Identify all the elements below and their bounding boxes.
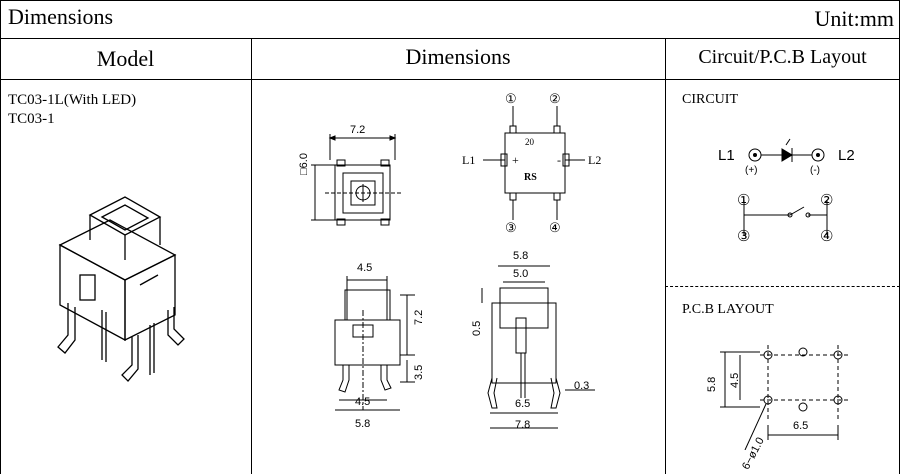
- switch-isometric-drawing: [57, 196, 185, 382]
- pin-view-drawing: [483, 106, 585, 220]
- top-view-drawing: [311, 134, 403, 226]
- dim-side-top: 4.5: [357, 262, 373, 274]
- circuit-diagram: [743, 138, 828, 235]
- dim-side-h2: 3.5: [413, 364, 425, 380]
- circuit-pin-1: ①: [737, 193, 751, 209]
- dim-front-bottom2: 7.8: [515, 419, 531, 431]
- pin-view-l2: L2: [588, 153, 602, 167]
- dim-side-h1: 7.2: [413, 309, 425, 325]
- dim-front-top1: 5.8: [513, 250, 529, 262]
- dim-top-square: □6.0: [298, 153, 310, 175]
- dim-side-bottom1: 4.5: [355, 396, 371, 408]
- front-view-drawing: [481, 265, 595, 429]
- pin-label-3: ③: [505, 220, 517, 235]
- circuit-pin-3: ③: [737, 229, 751, 245]
- model-name-plain: TC03-1: [8, 111, 55, 127]
- page-title: Dimensions: [8, 4, 114, 29]
- circuit-pin-4: ④: [820, 229, 834, 245]
- circuit-pin-2: ②: [820, 193, 834, 209]
- dim-front-left: 0.5: [471, 320, 483, 336]
- circuit-title: CIRCUIT: [682, 92, 738, 107]
- circuit-plus: (+): [745, 165, 758, 176]
- pcb-dim-v2: 4.5: [729, 372, 741, 388]
- pin-label-4: ④: [549, 220, 561, 235]
- pcb-dim-v1: 5.8: [706, 376, 718, 392]
- pin-view-minus: -: [557, 153, 561, 167]
- pin-label-2: ②: [549, 91, 561, 106]
- dim-side-bottom2: 5.8: [355, 418, 371, 430]
- pcb-title: P.C.B LAYOUT: [682, 302, 774, 317]
- side-view-drawing: [334, 276, 415, 411]
- pin-label-1: ①: [505, 91, 517, 106]
- dim-front-right: 0.3: [574, 380, 590, 392]
- unit-label: Unit:mm: [814, 6, 894, 31]
- pin-view-mark-20: 20: [525, 137, 534, 147]
- pin-view-mark-rs: RS: [524, 172, 537, 183]
- pin-view-plus: +: [512, 153, 519, 167]
- circuit-l1: L1: [718, 147, 735, 164]
- pcb-layout-diagram: [720, 345, 850, 450]
- column-header-model: Model: [96, 46, 155, 71]
- column-header-dimensions: Dimensions: [405, 44, 511, 69]
- column-header-layout: Circuit/P.C.B Layout: [698, 46, 867, 68]
- dim-front-bottom1: 6.5: [515, 398, 531, 410]
- pin-view-l1: L1: [462, 153, 476, 167]
- model-name-led: TC03-1L(With LED): [8, 92, 137, 108]
- pcb-dim-h: 6.5: [793, 420, 809, 432]
- dim-top-width: 7.2: [350, 124, 366, 136]
- circuit-minus: (-): [810, 165, 820, 176]
- dim-front-top2: 5.0: [513, 268, 529, 280]
- circuit-l2: L2: [838, 147, 855, 164]
